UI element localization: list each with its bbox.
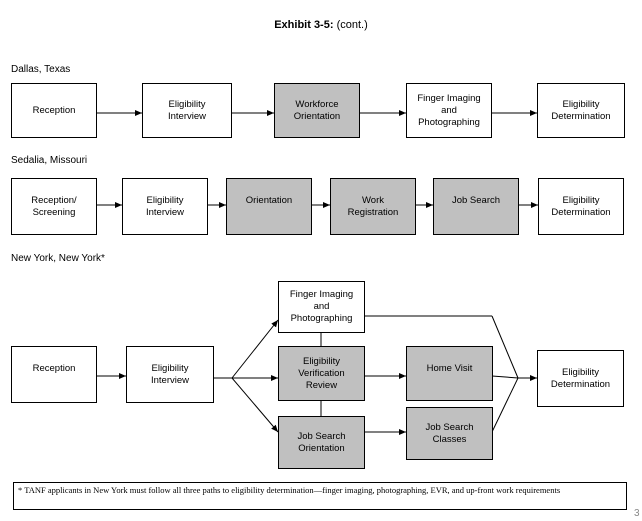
section-label-newyork: New York, New York* bbox=[11, 253, 105, 264]
ny-job-search-classes-box: Job Search Classes bbox=[406, 407, 493, 460]
sedalia-reception-box: Reception/ Screening bbox=[11, 178, 97, 235]
ny-home-visit-label: Home Visit bbox=[426, 363, 473, 374]
dallas-workforce-orientation-box: Workforce Orientation bbox=[274, 83, 360, 138]
ny-eligibility-interview-label: Eligibility Interview bbox=[150, 362, 189, 386]
sedalia-job-search-label: Job Search bbox=[451, 195, 501, 206]
ny-job-search-classes-label: Job Search Classes bbox=[425, 421, 474, 445]
ny-converge-bot bbox=[491, 377, 519, 433]
sedalia-eligibility-determination-box: Eligibility Determination bbox=[538, 178, 624, 235]
dallas-eligibility-interview-box: Eligibility Interview bbox=[142, 83, 232, 138]
sedalia-eligibility-interview-box: Eligibility Interview bbox=[122, 178, 208, 235]
dallas-reception-label: Reception bbox=[32, 104, 76, 116]
dallas-workforce-orientation-label: Workforce Orientation bbox=[293, 98, 341, 122]
dallas-finger-imaging-box: Finger Imaging and Photographing bbox=[406, 83, 492, 138]
ny-reception-box: Reception bbox=[11, 346, 97, 403]
sedalia-reception-label: Reception/ Screening bbox=[31, 194, 77, 218]
footnote: * TANF applicants in New York must follo… bbox=[13, 482, 627, 510]
ny-branch-up bbox=[231, 319, 279, 379]
ny-finger-imaging-box: Finger Imaging and Photographing bbox=[278, 281, 365, 333]
exhibit-title: Exhibit 3-5: (cont.) bbox=[0, 19, 642, 31]
ny-job-search-orientation-box: Job Search Orientation bbox=[278, 416, 365, 469]
sedalia-eligibility-interview-label: Eligibility Interview bbox=[145, 194, 184, 218]
ny-eligibility-determination-label: Eligibility Determination bbox=[550, 366, 611, 390]
ny-eligibility-verification-box: Eligibility Verification Review bbox=[278, 346, 365, 401]
exhibit-title-rest: (cont.) bbox=[336, 19, 368, 31]
ny-eligibility-verification-label: Eligibility Verification Review bbox=[298, 355, 345, 391]
sedalia-job-search-box: Job Search bbox=[433, 178, 519, 235]
ny-converge-top bbox=[491, 315, 519, 379]
ny-eligibility-interview-box: Eligibility Interview bbox=[126, 346, 214, 403]
ny-reception-label: Reception bbox=[32, 363, 76, 374]
sedalia-eligibility-determination-label: Eligibility Determination bbox=[551, 194, 611, 218]
dallas-reception-box: Reception bbox=[11, 83, 97, 138]
ny-finger-imaging-label: Finger Imaging and Photographing bbox=[289, 289, 354, 324]
section-label-sedalia: Sedalia, Missouri bbox=[11, 155, 88, 166]
dallas-eligibility-determination-box: Eligibility Determination bbox=[537, 83, 625, 138]
sedalia-orientation-label: Orientation bbox=[245, 195, 293, 206]
dallas-eligibility-determination-label: Eligibility Determination bbox=[551, 98, 611, 122]
ny-converge-mid bbox=[491, 375, 519, 379]
sedalia-work-registration-box: Work Registration bbox=[330, 178, 416, 235]
dallas-finger-imaging-label: Finger Imaging and Photographing bbox=[417, 92, 481, 128]
ny-job-search-orientation-label: Job Search Orientation bbox=[297, 430, 346, 454]
ny-home-visit-box: Home Visit bbox=[406, 346, 493, 401]
dallas-eligibility-interview-label: Eligibility Interview bbox=[167, 98, 206, 122]
ny-eligibility-determination-box: Eligibility Determination bbox=[537, 350, 624, 407]
page-number: 3 bbox=[634, 508, 640, 519]
ny-branch-down bbox=[231, 377, 279, 433]
exhibit-title-bold: Exhibit 3-5: bbox=[274, 19, 334, 31]
sedalia-orientation-box: Orientation bbox=[226, 178, 312, 235]
section-label-dallas: Dallas, Texas bbox=[11, 64, 71, 75]
sedalia-work-registration-label: Work Registration bbox=[347, 194, 399, 218]
